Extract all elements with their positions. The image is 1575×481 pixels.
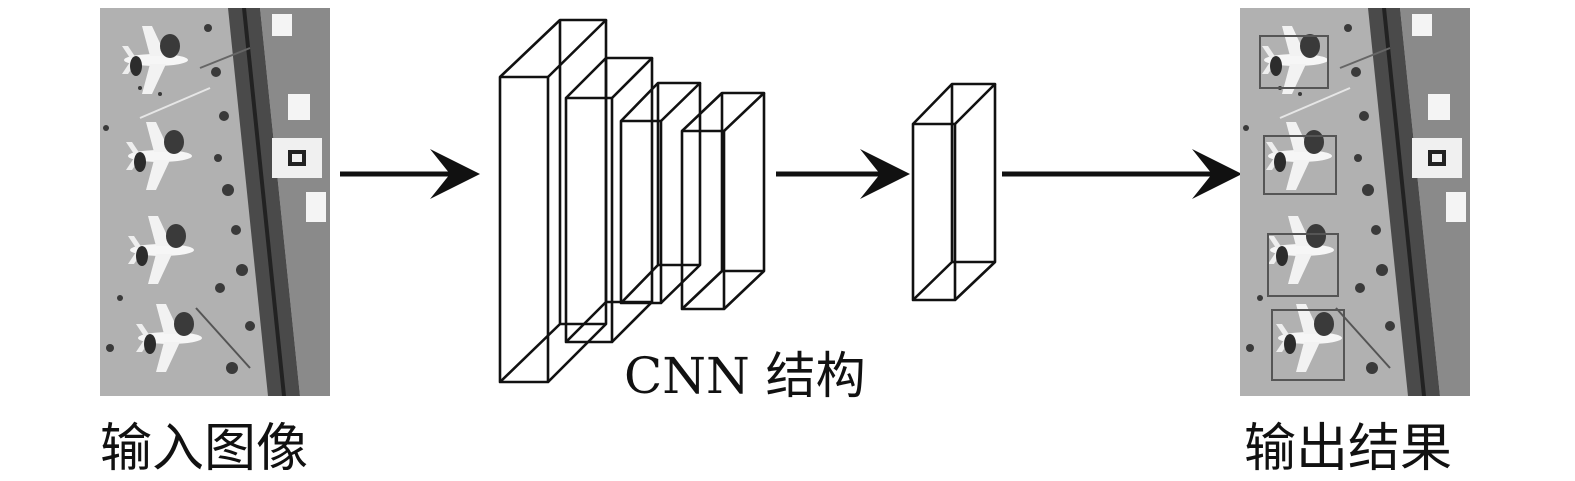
detection-boxes (1259, 35, 1345, 381)
input-image (100, 8, 330, 396)
detection-box (1263, 135, 1337, 195)
detection-box (1267, 233, 1339, 297)
cnn-structure-label: CNN 结构 (624, 347, 866, 405)
output-result-label: 输出结果 (1244, 419, 1453, 479)
input-image-label: 输入图像 (100, 419, 309, 479)
cnn-layer-3 (619, 81, 702, 305)
output-image (1240, 8, 1470, 396)
cnn-layer-4 (680, 91, 766, 311)
feature-layer (911, 82, 997, 302)
detection-box (1271, 309, 1345, 381)
detection-box (1259, 35, 1329, 89)
cnn-structure (498, 18, 766, 384)
